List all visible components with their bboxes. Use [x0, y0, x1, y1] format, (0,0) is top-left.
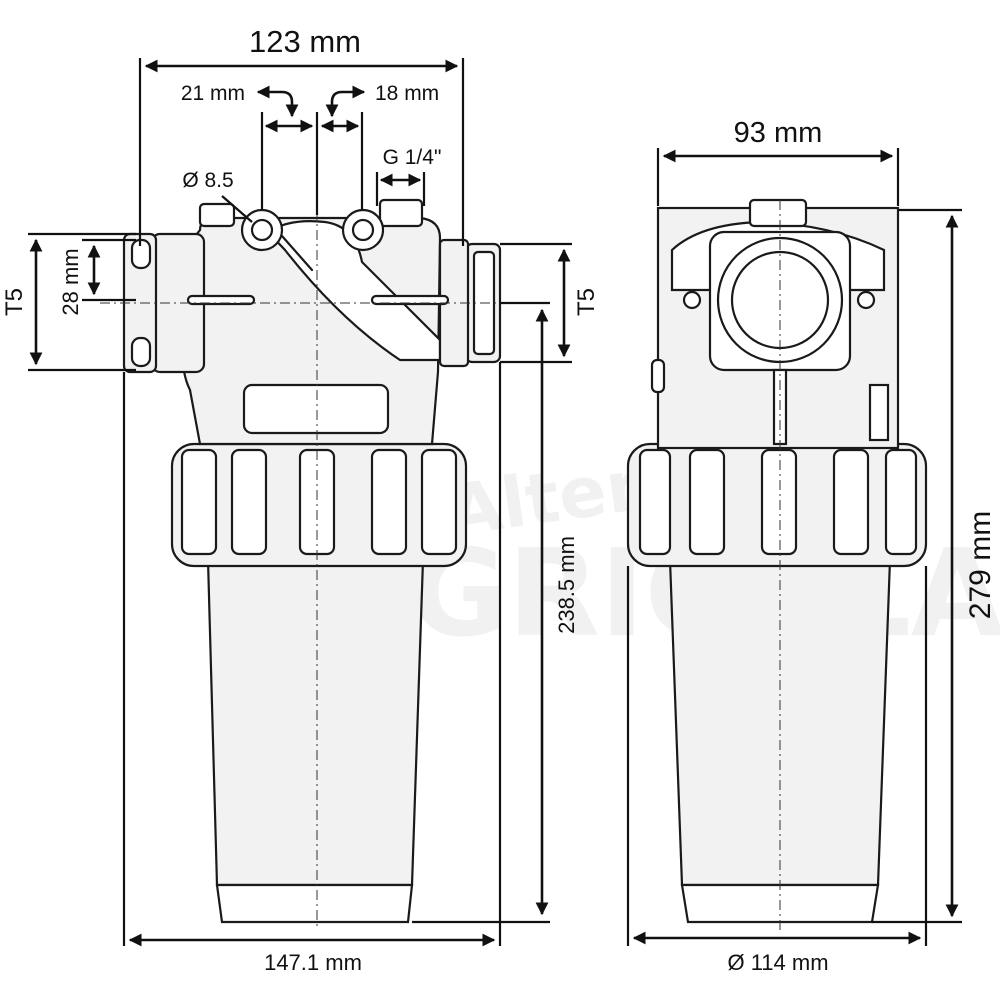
label-top-width: 123 mm	[249, 24, 361, 59]
label-inner-height: 28 mm	[58, 248, 83, 315]
label-side-diameter: Ø 114 mm	[727, 950, 828, 975]
label-port-left: 21 mm	[181, 82, 245, 105]
side-view	[626, 198, 928, 930]
front-bowl	[206, 558, 425, 924]
label-side-total-height: 279 mm	[964, 511, 997, 619]
side-ring-nut	[626, 442, 928, 568]
label-port-right: 18 mm	[375, 82, 439, 105]
dim-arrow-port-right	[325, 85, 366, 118]
front-dimensions: 123 mm 21 mm 18 mm Ø 8.5 G 1/4" T5 28 mm	[1, 24, 600, 975]
label-center-height: 238.5 mm	[554, 536, 579, 634]
dim-arrow-port-left	[256, 85, 299, 118]
front-view	[100, 130, 550, 930]
label-t5-left: T5	[1, 288, 28, 316]
label-hole-diameter: Ø 8.5	[182, 169, 233, 192]
label-thread: G 1/4"	[383, 146, 442, 169]
label-t5-right: T5	[573, 288, 600, 316]
side-head-housing	[650, 198, 900, 450]
label-base-width: 147.1 mm	[264, 950, 362, 975]
front-ring-nut	[170, 442, 468, 568]
front-head-housing	[181, 198, 442, 446]
label-side-top-width: 93 mm	[734, 117, 823, 149]
side-dimensions: 93 mm 279 mm Ø 114 mm	[626, 117, 997, 975]
